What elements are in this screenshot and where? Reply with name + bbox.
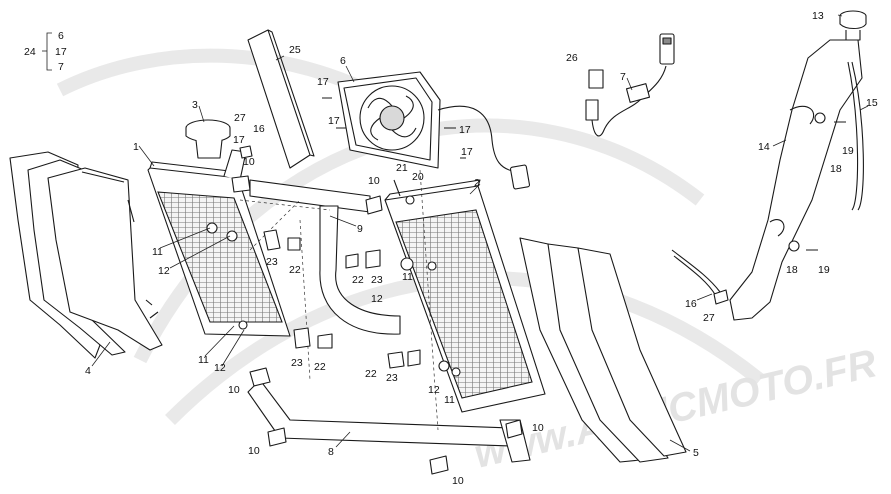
- left-radiator-part-1: [147, 149, 291, 337]
- callout-26: 26: [566, 52, 578, 64]
- right-shroud-part-5: [519, 237, 687, 463]
- callout-15: 15: [866, 97, 878, 109]
- callout-23: 23: [266, 256, 278, 268]
- callout-17: 17: [317, 76, 329, 88]
- callout-12: 12: [428, 384, 440, 396]
- callout-22: 22: [352, 274, 364, 286]
- callout-10: 10: [532, 422, 544, 434]
- callout-22: 22: [365, 368, 377, 380]
- callout-24: 24: [24, 46, 36, 58]
- breather-hose-part-15: [847, 61, 864, 211]
- callout-4: 4: [85, 365, 91, 377]
- callout-3: 3: [192, 99, 198, 111]
- callout-kit-17: 17: [55, 46, 67, 58]
- callout-kit-7: 7: [58, 61, 64, 73]
- callout-10: 10: [228, 384, 240, 396]
- fan-connector: [509, 164, 531, 190]
- callout-13: 13: [812, 10, 824, 22]
- wiring-harness-part-7: [585, 33, 675, 137]
- callout-9: 9: [357, 223, 363, 235]
- callout-23: 23: [291, 357, 303, 369]
- callout-1: 1: [133, 141, 139, 153]
- callout-10: 10: [452, 475, 464, 487]
- callout-11: 11: [444, 394, 455, 406]
- foam-strip-part-25: [247, 29, 315, 169]
- callout-17: 17: [328, 115, 340, 127]
- callout-18: 18: [830, 163, 842, 175]
- callout-17: 17: [461, 146, 473, 158]
- callout-kit-6: 6: [58, 30, 64, 42]
- breather-hose-part-16: [671, 249, 721, 297]
- callout-27: 27: [234, 112, 246, 124]
- callout-14: 14: [758, 141, 770, 153]
- callout-2: 2: [474, 177, 480, 189]
- right-radiator-part-2: [384, 179, 546, 413]
- callout-27: 27: [703, 312, 715, 324]
- callout-20: 20: [412, 171, 424, 183]
- callout-6: 6: [340, 55, 346, 67]
- callout-22: 22: [289, 264, 301, 276]
- callout-8: 8: [328, 446, 334, 458]
- callout-10: 10: [248, 445, 260, 457]
- leader-lines: [91, 14, 869, 452]
- radiator-cap-part-3: [185, 119, 231, 159]
- callout-19: 19: [818, 264, 830, 276]
- callout-labels: 24 6 17 7 1 2 3 4 5 6 7 8 9 10 10 10 10 …: [24, 10, 878, 487]
- callout-16: 16: [685, 298, 697, 310]
- callout-23: 23: [386, 372, 398, 384]
- callout-10: 10: [368, 175, 380, 187]
- left-shroud-part-4: [9, 151, 163, 359]
- callout-12: 12: [158, 265, 170, 277]
- callout-16: 16: [253, 123, 265, 135]
- callout-11: 11: [152, 246, 163, 258]
- callout-18: 18: [786, 264, 798, 276]
- callout-10: 10: [243, 156, 255, 168]
- kit-bracket: [42, 32, 52, 71]
- cooling-fan-part-6: [337, 71, 519, 173]
- callout-11: 11: [198, 354, 209, 366]
- callout-22: 22: [314, 361, 326, 373]
- callout-17: 17: [459, 124, 471, 136]
- expansion-tank-part-14: [729, 39, 863, 321]
- tank-cap-part-13: [839, 10, 867, 41]
- callout-5: 5: [693, 447, 699, 459]
- callout-12: 12: [214, 362, 226, 374]
- callout-12: 12: [371, 293, 383, 305]
- callout-23: 23: [371, 274, 383, 286]
- callout-19: 19: [842, 145, 854, 157]
- callout-7: 7: [620, 71, 626, 83]
- callout-21: 21: [396, 162, 408, 174]
- callout-25: 25: [289, 44, 301, 56]
- fasteners: [206, 97, 846, 475]
- callout-11: 11: [402, 271, 413, 283]
- callout-17: 17: [233, 134, 245, 146]
